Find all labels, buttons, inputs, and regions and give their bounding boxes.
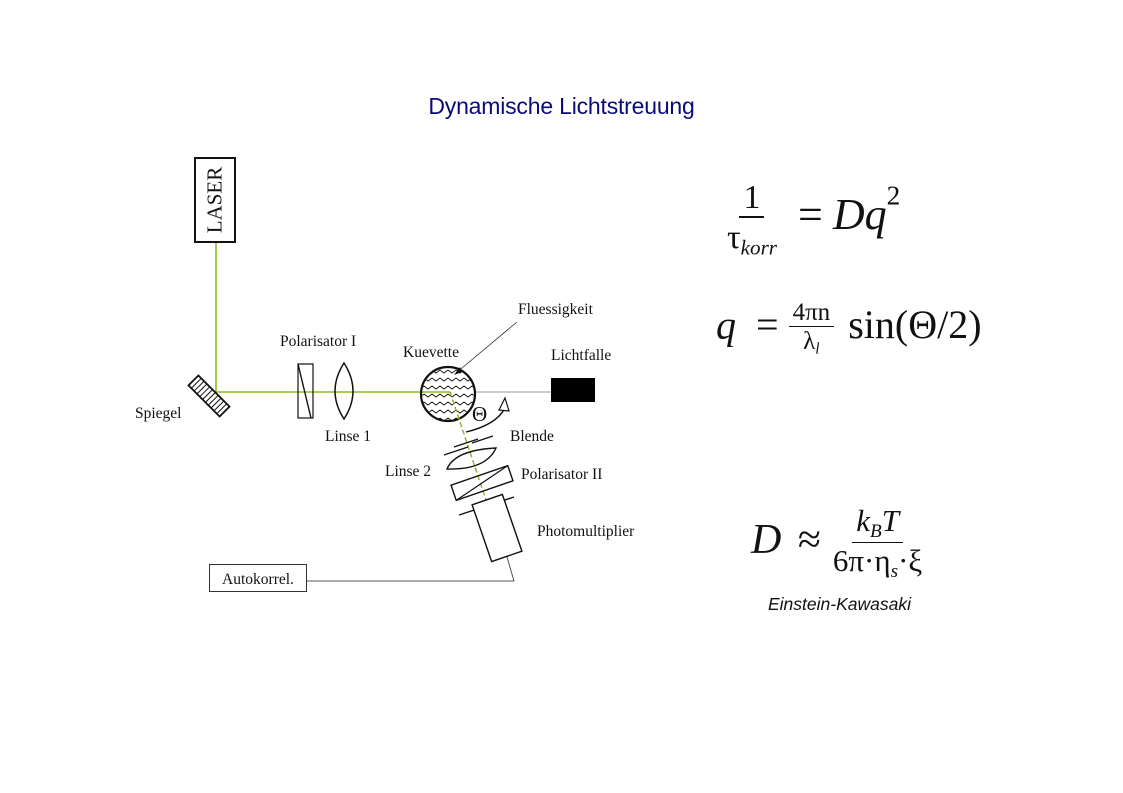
liquid-pointer-arrow	[454, 367, 462, 375]
einstein-denominator: 6π·ηs·ξ	[833, 543, 922, 582]
page-title: Dynamische Lichtstreuung	[428, 93, 695, 119]
correlation-numerator: 1	[739, 180, 765, 218]
liquid-label: Fluessigkeit	[518, 301, 593, 318]
scattering-angle-label: Θ	[472, 402, 488, 426]
light-trap-icon	[551, 378, 595, 402]
d-symbol: D	[751, 517, 782, 564]
correlation-exponent: 2	[886, 180, 901, 211]
scattered-beam	[449, 391, 489, 507]
equals-sign: =	[756, 302, 779, 348]
laser-label: LASER	[202, 166, 227, 234]
scattering-numerator: 4πn	[788, 299, 835, 328]
correlation-denominator: τkorr	[727, 218, 777, 258]
lens-1-icon	[334, 361, 354, 421]
photomultiplier-label: Photomultiplier	[537, 523, 635, 540]
lambda-symbol: λ	[803, 328, 816, 356]
autocorrelator-label: Autokorrel.	[222, 571, 294, 588]
tau-subscript: korr	[740, 235, 777, 259]
k-subscript: B	[869, 520, 882, 542]
correlation-rhs: Dq	[832, 190, 887, 240]
eta-subscript: s	[890, 560, 899, 582]
light-trap-label: Lichtfalle	[551, 347, 612, 364]
denominator-part-b: ·ξ	[898, 542, 923, 578]
laser-icon: LASER	[194, 157, 236, 243]
einstein-kawasaki-caption: Einstein-Kawasaki	[768, 594, 911, 614]
lens-2-icon	[443, 446, 498, 470]
signal-cable	[307, 556, 515, 582]
aperture-icon	[453, 435, 494, 448]
einstein-numerator: kBT	[852, 503, 903, 543]
t-symbol: T	[881, 503, 899, 538]
tau-symbol: τ	[727, 218, 741, 256]
mirror-icon	[187, 374, 231, 418]
scattering-fraction: 4πn λl	[788, 299, 835, 358]
equals-sign: =	[797, 190, 823, 240]
denominator-part-a: 6π·η	[832, 542, 891, 578]
liquid-pointer-line	[455, 321, 518, 374]
cuvette-icon	[419, 365, 477, 423]
cuvette-label: Kuevette	[403, 344, 459, 361]
einstein-kawasaki-formula: D ≈ kBT 6π·ηs·ξ	[751, 503, 922, 582]
k-symbol: k	[856, 503, 870, 538]
approx-sign: ≈	[797, 517, 821, 564]
sine-term: sin(Θ/2)	[848, 302, 982, 348]
scattering-denominator: λl	[803, 327, 819, 358]
lens-1-label: Linse 1	[325, 428, 372, 445]
angle-arrowhead-icon	[498, 396, 510, 412]
lambda-subscript: l	[815, 340, 820, 358]
scattering-vector-formula: q = 4πn λl sin(Θ/2)	[716, 299, 982, 358]
mirror-label: Spiegel	[135, 405, 182, 422]
polarizer-1-icon	[297, 363, 314, 419]
polarizer-2-label: Polarisator II	[521, 466, 603, 483]
correlation-time-formula: 1 τkorr =Dq2	[727, 180, 900, 258]
polarizer-2-icon	[450, 464, 514, 502]
einstein-fraction: kBT 6π·ηs·ξ	[833, 503, 922, 582]
lens-2-label: Linse 2	[385, 463, 432, 480]
aperture-label: Blende	[510, 428, 554, 445]
polarizer-1-label: Polarisator I	[280, 333, 357, 350]
correlation-fraction: 1 τkorr	[727, 180, 777, 258]
photomultiplier-icon	[471, 493, 523, 563]
q-symbol: q	[716, 302, 736, 348]
autocorrelator-box: Autokorrel.	[209, 564, 307, 592]
